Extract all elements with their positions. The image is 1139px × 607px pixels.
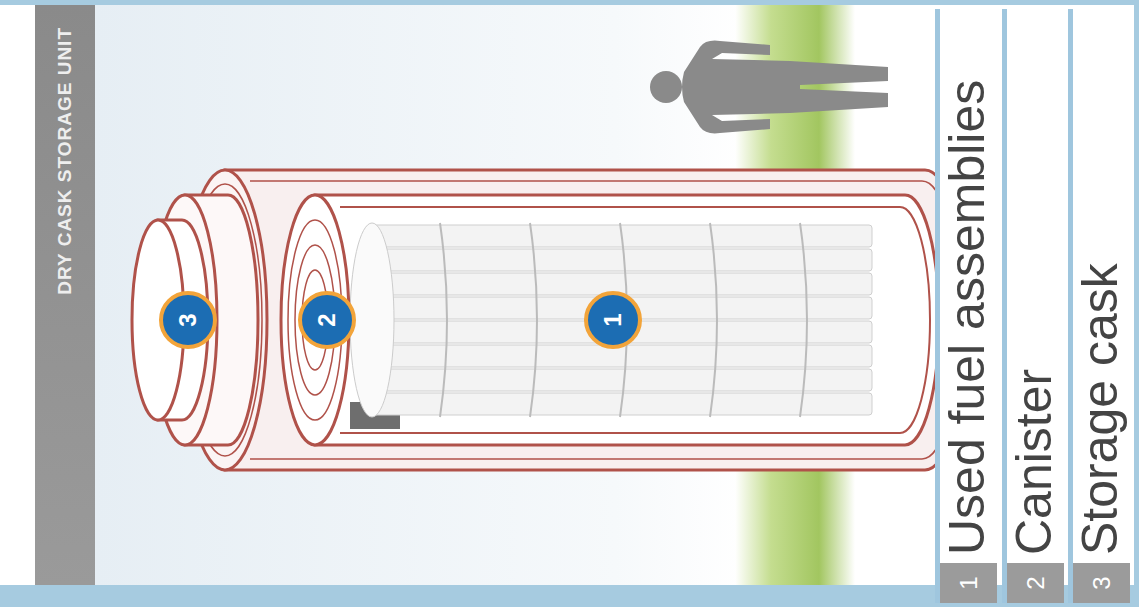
cask-body: [225, 170, 967, 470]
fuel-top: [350, 223, 394, 417]
legend-row: 1 Used fuel assemblies: [935, 9, 997, 603]
legend-row: 2 Canister: [1002, 9, 1064, 603]
canister-inner-wall: [340, 207, 930, 433]
storage-cask: [183, 170, 967, 470]
fuel-rod: [372, 369, 872, 391]
callout-circle: 3: [159, 291, 217, 349]
panel: [0, 5, 1134, 585]
legend-label: Storage cask: [1073, 263, 1128, 555]
canister-top: [281, 195, 349, 445]
legend-label: Used fuel assemblies: [940, 80, 995, 555]
callout-circle: 1: [584, 291, 642, 349]
fuel-rod: [372, 249, 872, 271]
legend-number: 3: [1073, 563, 1130, 603]
title-band: DRY CASK STORAGE UNIT: [35, 5, 95, 585]
legend-number: 2: [1007, 563, 1064, 603]
diagram-title: DRY CASK STORAGE UNIT: [35, 27, 95, 295]
cask-lid: [132, 195, 258, 445]
person-silhouette: [650, 41, 888, 134]
person-head: [650, 71, 682, 103]
spacer-grid: [710, 223, 717, 417]
canister-body: [315, 195, 939, 445]
cask-inner-line: [250, 181, 960, 459]
spacer-grid: [530, 223, 537, 417]
person-body: [682, 41, 888, 134]
canister: [315, 195, 939, 445]
canister-lid: [281, 195, 349, 445]
spacer-grid: [800, 223, 807, 417]
legend-row: 3 Storage cask: [1068, 9, 1130, 603]
spacer-grid: [440, 223, 447, 417]
fuel-assemblies: [350, 223, 872, 417]
lid-ring: [288, 220, 342, 420]
callout-number: 3: [176, 313, 200, 326]
callout-number: 2: [315, 313, 339, 326]
callout-circle: 2: [298, 291, 356, 349]
legend-number: 1: [940, 563, 997, 603]
callout-number: 1: [601, 313, 625, 326]
legend-label: Canister: [1007, 369, 1062, 555]
